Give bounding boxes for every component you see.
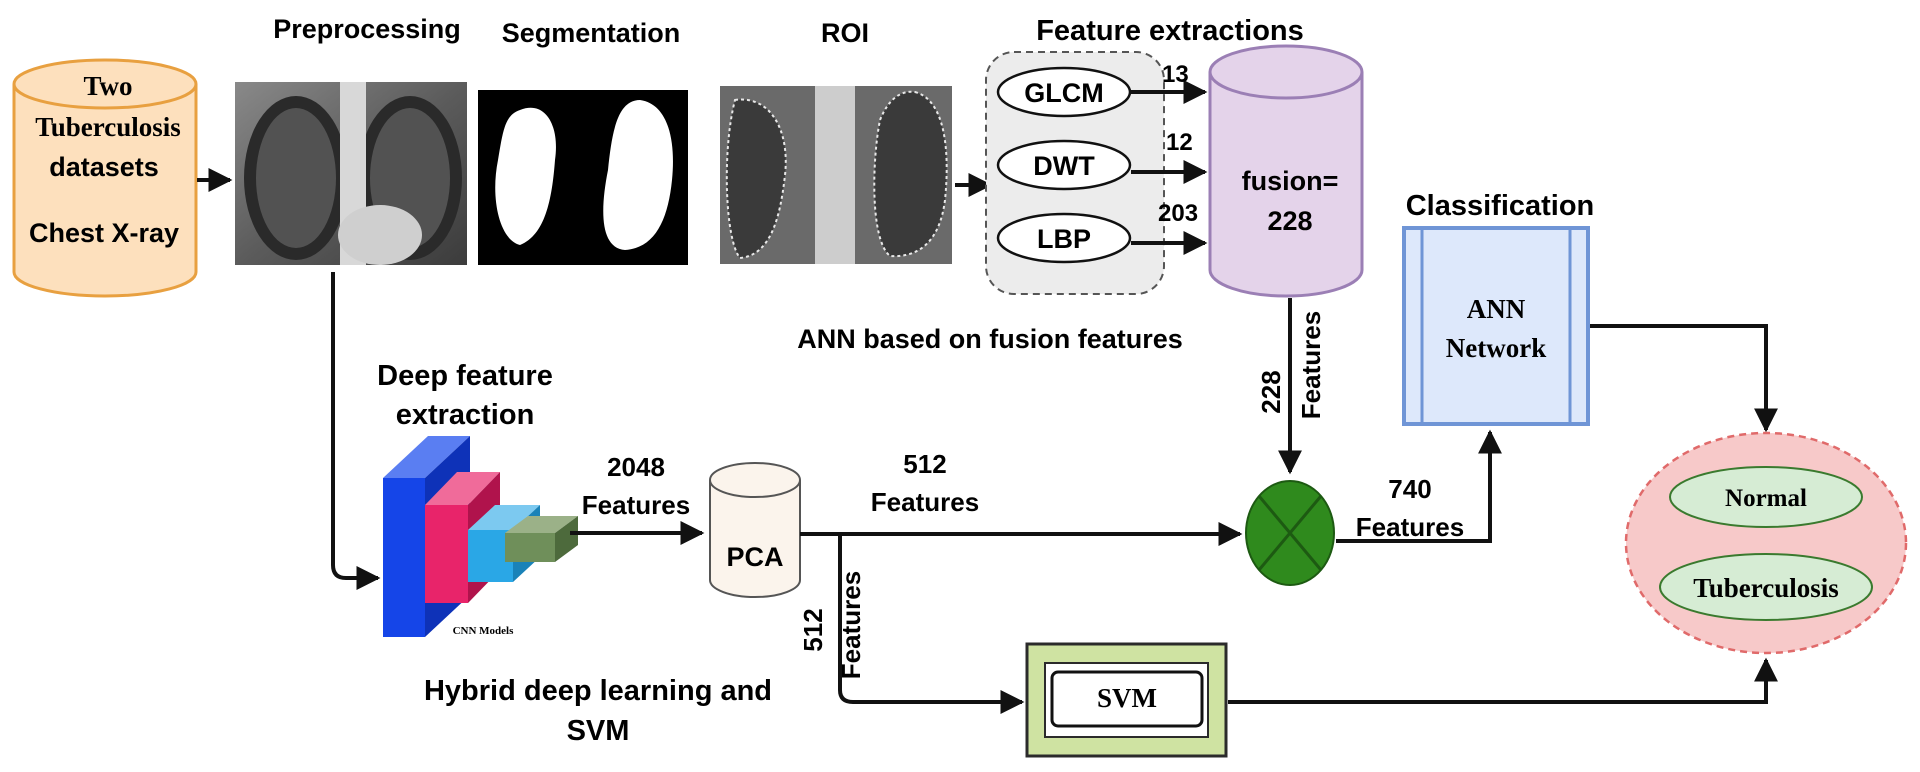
combined-count: 740	[1388, 474, 1431, 504]
glcm-label: GLCM	[1024, 78, 1103, 108]
pca-down-count: 512	[798, 608, 828, 651]
normal-label: Normal	[1725, 485, 1807, 512]
dataset-label-line1: Two	[83, 71, 132, 101]
cnn-out-label: Features	[582, 490, 690, 520]
ann-label-line2: Network	[1446, 333, 1546, 363]
glcm-node	[996, 66, 1132, 118]
cnn-out-count: 2048	[607, 452, 665, 482]
stage-title-roi: ROI	[821, 18, 869, 48]
svm-box	[1025, 642, 1228, 758]
lbp-label: LBP	[1037, 224, 1091, 254]
fusion-label-line2: 228	[1267, 206, 1312, 236]
dataset-label-line2: Tuberculosis	[35, 112, 181, 142]
deep-title-line2: extraction	[396, 399, 535, 431]
pca-label: PCA	[726, 542, 783, 572]
segmentation-mask-image	[478, 90, 688, 265]
lbp-node	[996, 212, 1132, 264]
tuberculosis-node	[1659, 553, 1873, 621]
stage-title-segmentation: Segmentation	[502, 18, 681, 48]
combined-label: Features	[1356, 512, 1464, 542]
hybrid-title-line2: SVM	[567, 715, 630, 747]
preprocessing-xray-image	[235, 82, 467, 265]
cnn-caption: CNN Models	[453, 625, 515, 637]
dwt-node	[996, 139, 1132, 191]
cnn-model-blocks	[383, 436, 578, 637]
dataset-cylinder	[12, 58, 198, 298]
fusion-down-label: Features	[1296, 311, 1326, 419]
classification-title: Classification	[1406, 190, 1595, 222]
svm-label: SVM	[1097, 683, 1157, 713]
deep-title-line1: Deep feature	[377, 360, 553, 392]
fusion-cylinder	[1208, 44, 1364, 298]
ann-fusion-title: ANN based on fusion features	[797, 324, 1183, 354]
ann-label-line1: ANN	[1467, 294, 1526, 324]
arrow-ann-to-outcomes	[1590, 324, 1778, 433]
feature-combiner-node	[1245, 480, 1335, 586]
pca-cylinder	[709, 462, 801, 598]
lbp-count: 203	[1158, 200, 1198, 227]
glcm-count: 13	[1162, 61, 1189, 88]
pca-down-label: Features	[836, 571, 866, 679]
dwt-label: DWT	[1033, 151, 1095, 181]
ann-network-box	[1402, 226, 1590, 426]
arrow-preprocessing-to-cnn	[331, 272, 381, 590]
roi-xray-image	[720, 86, 952, 264]
pca-out-label: Features	[871, 487, 979, 517]
fusion-label-line1: fusion=	[1242, 166, 1339, 196]
stage-title-preprocessing: Preprocessing	[273, 14, 461, 44]
arrow-combiner-to-ann	[1336, 429, 1502, 543]
dataset-label-line4: Chest X-ray	[29, 218, 179, 248]
pca-out-count: 512	[903, 449, 946, 479]
arrow-svm-to-outcomes	[1228, 657, 1778, 704]
normal-node	[1669, 466, 1863, 528]
dataset-label-line3: datasets	[49, 152, 159, 182]
stage-title-feature-extractions: Feature extractions	[1036, 15, 1304, 47]
tuberculosis-label: Tuberculosis	[1693, 573, 1839, 603]
dwt-count: 12	[1166, 129, 1193, 156]
fusion-down-count: 228	[1256, 370, 1286, 413]
arrow-pca-to-svm	[838, 534, 1025, 714]
hybrid-title-line1: Hybrid deep learning and	[424, 675, 772, 707]
